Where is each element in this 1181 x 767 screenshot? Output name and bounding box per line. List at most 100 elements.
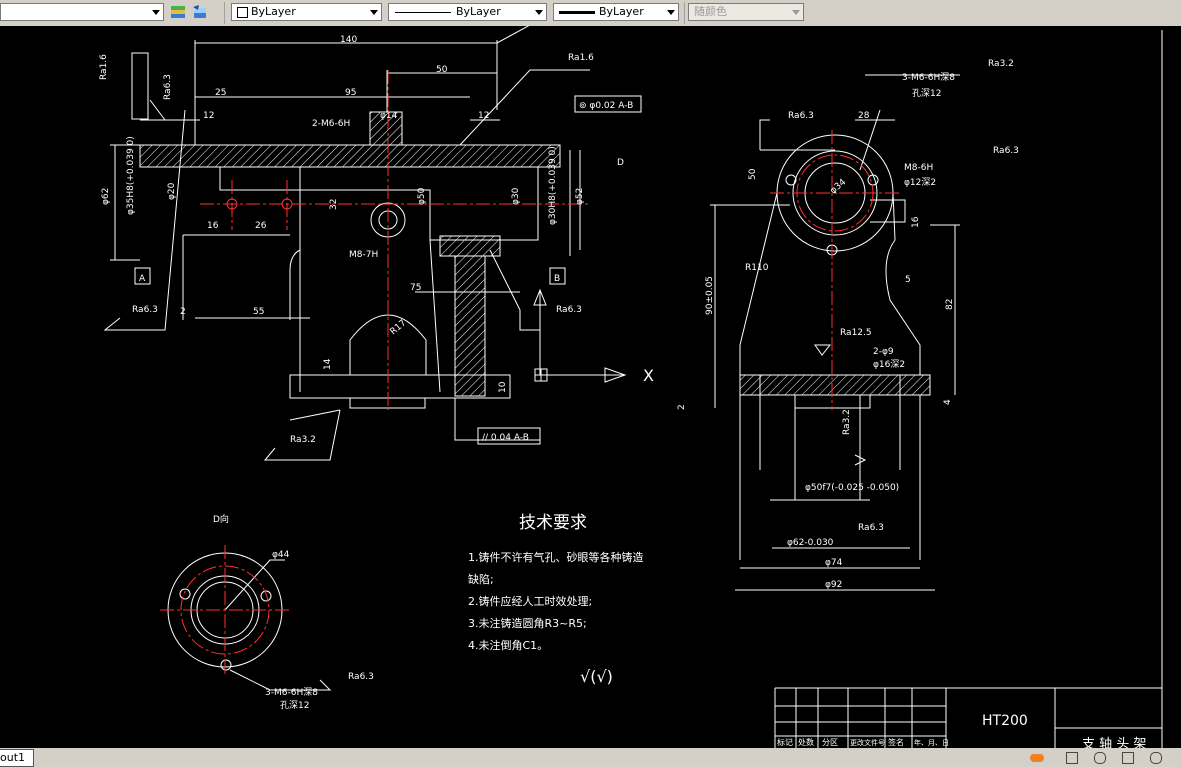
titleblock-header: 签名 — [888, 737, 904, 747]
dim-text: 25 — [215, 88, 226, 98]
dim-text: 2-M6-6H — [312, 119, 350, 129]
dim-text: φ50f7(-0.025 -0.050) — [805, 483, 899, 493]
chevron-down-icon — [792, 10, 800, 15]
tech-title: 技术要求 — [519, 513, 587, 533]
front-view-centerlines — [200, 70, 590, 410]
dim-text: 140 — [340, 35, 357, 45]
roughness-text: Ra6.3 — [556, 305, 582, 315]
axis-arrow-x-icon — [533, 288, 627, 383]
toolbar-separator — [224, 2, 225, 24]
layer-stack-icon — [171, 6, 185, 18]
linetype-dropdown[interactable]: ByLayer — [388, 3, 547, 21]
tray-icon[interactable] — [1094, 752, 1106, 764]
tray-icon[interactable] — [1122, 752, 1134, 764]
roughness-text: Ra3.2 — [290, 435, 316, 445]
dim-text: 50 — [748, 168, 758, 180]
roughness-text: Ra3.2 — [988, 59, 1014, 69]
lineweight-label: ByLayer — [599, 5, 644, 18]
side-view-text: 3-M6-6H深8 孔深12 28 50 φ34 M8-6H φ12深2 16 … — [677, 59, 1019, 590]
roughness-text: Ra3.2 — [842, 409, 852, 435]
chevron-down-icon — [370, 10, 378, 15]
dim-text: R17 — [389, 318, 409, 337]
dim-text: φ50 — [417, 187, 427, 205]
dim-text: 16 — [207, 221, 219, 231]
roughness-text: Ra6.3 — [163, 74, 173, 100]
properties-toolbar: ByLayer ByLayer ByLayer 随颜色 — [0, 0, 1181, 27]
dim-text: φ62 — [101, 188, 111, 205]
layer-dropdown[interactable] — [0, 3, 164, 21]
dim-text: 28 — [858, 111, 870, 121]
roughness-text: Ra1.6 — [568, 53, 594, 63]
dim-text: φ16深2 — [873, 359, 905, 370]
chevron-down-icon — [667, 10, 675, 15]
dim-text: φ62-0.030 — [787, 538, 834, 548]
dim-text: 26 — [255, 221, 267, 231]
titleblock-header: 更改文件号 — [850, 738, 885, 747]
dim-text: 孔深12 — [912, 88, 941, 99]
view-d-centerlines — [160, 545, 290, 675]
dim-text: φ44 — [272, 550, 290, 560]
tray-icon[interactable] — [1150, 752, 1162, 764]
tech-item: 3.未注铸造圆角R3~R5; — [468, 616, 587, 630]
dim-text: 50 — [436, 65, 448, 75]
tray-icons — [1030, 752, 1180, 766]
lineweight-dropdown[interactable]: ByLayer — [553, 3, 679, 21]
dim-text: 10 — [498, 381, 508, 393]
roughness-symbol: √(√) — [580, 667, 613, 686]
datum-boxes — [131, 52, 642, 445]
dim-text: 90±0.05 — [705, 276, 715, 315]
ime-icon[interactable] — [1030, 754, 1044, 762]
roughness-text: Ra6.3 — [993, 146, 1019, 156]
titleblock-header: 处数 — [798, 737, 814, 747]
dim-text: M8-7H — [349, 250, 378, 260]
dim-text: 14 — [323, 358, 333, 370]
dim-text: 12 — [478, 111, 489, 121]
layer-previous-icon[interactable] — [191, 4, 209, 22]
roughness-text: Ra12.5 — [840, 328, 872, 338]
title-block — [774, 30, 1163, 748]
dim-text: φ12深2 — [904, 177, 936, 188]
tolerance-text: // 0.04 A-B — [482, 433, 529, 443]
lineweight-preview-icon — [559, 11, 595, 14]
tray-icon[interactable] — [1066, 752, 1078, 764]
roughness-text: Ra6.3 — [788, 111, 814, 121]
dim-text: 12 — [203, 111, 214, 121]
tech-item: 2.铸件应经人工时效处理; — [468, 594, 592, 608]
color-dropdown[interactable]: ByLayer — [231, 3, 382, 21]
drawing-canvas[interactable]: 140 50 25 95 12 12 φ14 2-M6-6H φ62 φ35H8… — [0, 24, 1181, 752]
tab-label: out1 — [0, 751, 26, 764]
linetype-label: ByLayer — [456, 5, 501, 18]
part-name: 支 轴 头 架 — [1082, 737, 1146, 748]
tech-item: 1.铸件不许有气孔、砂眼等各种铸造 — [468, 550, 644, 564]
dim-text: 4 — [943, 399, 953, 405]
dim-text: φ30 — [511, 187, 521, 205]
layer-prev-icon — [193, 5, 206, 18]
dim-text: 55 — [253, 307, 264, 317]
dim-text: φ35H8(+0.039 0) — [126, 136, 136, 215]
material-text: HT200 — [982, 713, 1028, 729]
dim-text: R110 — [745, 263, 769, 273]
roughness-text: Ra6.3 — [858, 523, 884, 533]
plotstyle-dropdown: 随颜色 — [688, 3, 804, 21]
dim-text: 2-φ9 — [873, 347, 894, 357]
dim-text: 2 — [677, 404, 687, 410]
dim-text: φ20 — [167, 182, 177, 200]
chevron-down-icon — [152, 10, 160, 15]
axis-label: X — [643, 366, 654, 385]
tab-layout1[interactable]: out1 — [0, 749, 35, 767]
dim-text: M8-6H — [904, 163, 933, 173]
dim-text: 2 — [180, 307, 186, 317]
view-d-text: D向 φ44 3-M6-6H深8 孔深12 Ra6.3 — [213, 513, 374, 711]
dim-text: φ14 — [380, 111, 398, 121]
toolbar-separator — [684, 2, 685, 24]
plotstyle-label: 随颜色 — [694, 5, 727, 18]
titleblock-header: 标记 — [777, 737, 793, 747]
dim-text: φ74 — [825, 558, 843, 568]
layer-states-icon[interactable] — [169, 4, 187, 22]
roughness-text: Ra6.3 — [132, 305, 158, 315]
roughness-text: Ra1.6 — [99, 54, 109, 80]
front-view — [103, 24, 625, 461]
color-label: ByLayer — [251, 5, 296, 18]
dim-text: 32 — [329, 199, 339, 210]
view-label: D向 — [213, 513, 229, 525]
